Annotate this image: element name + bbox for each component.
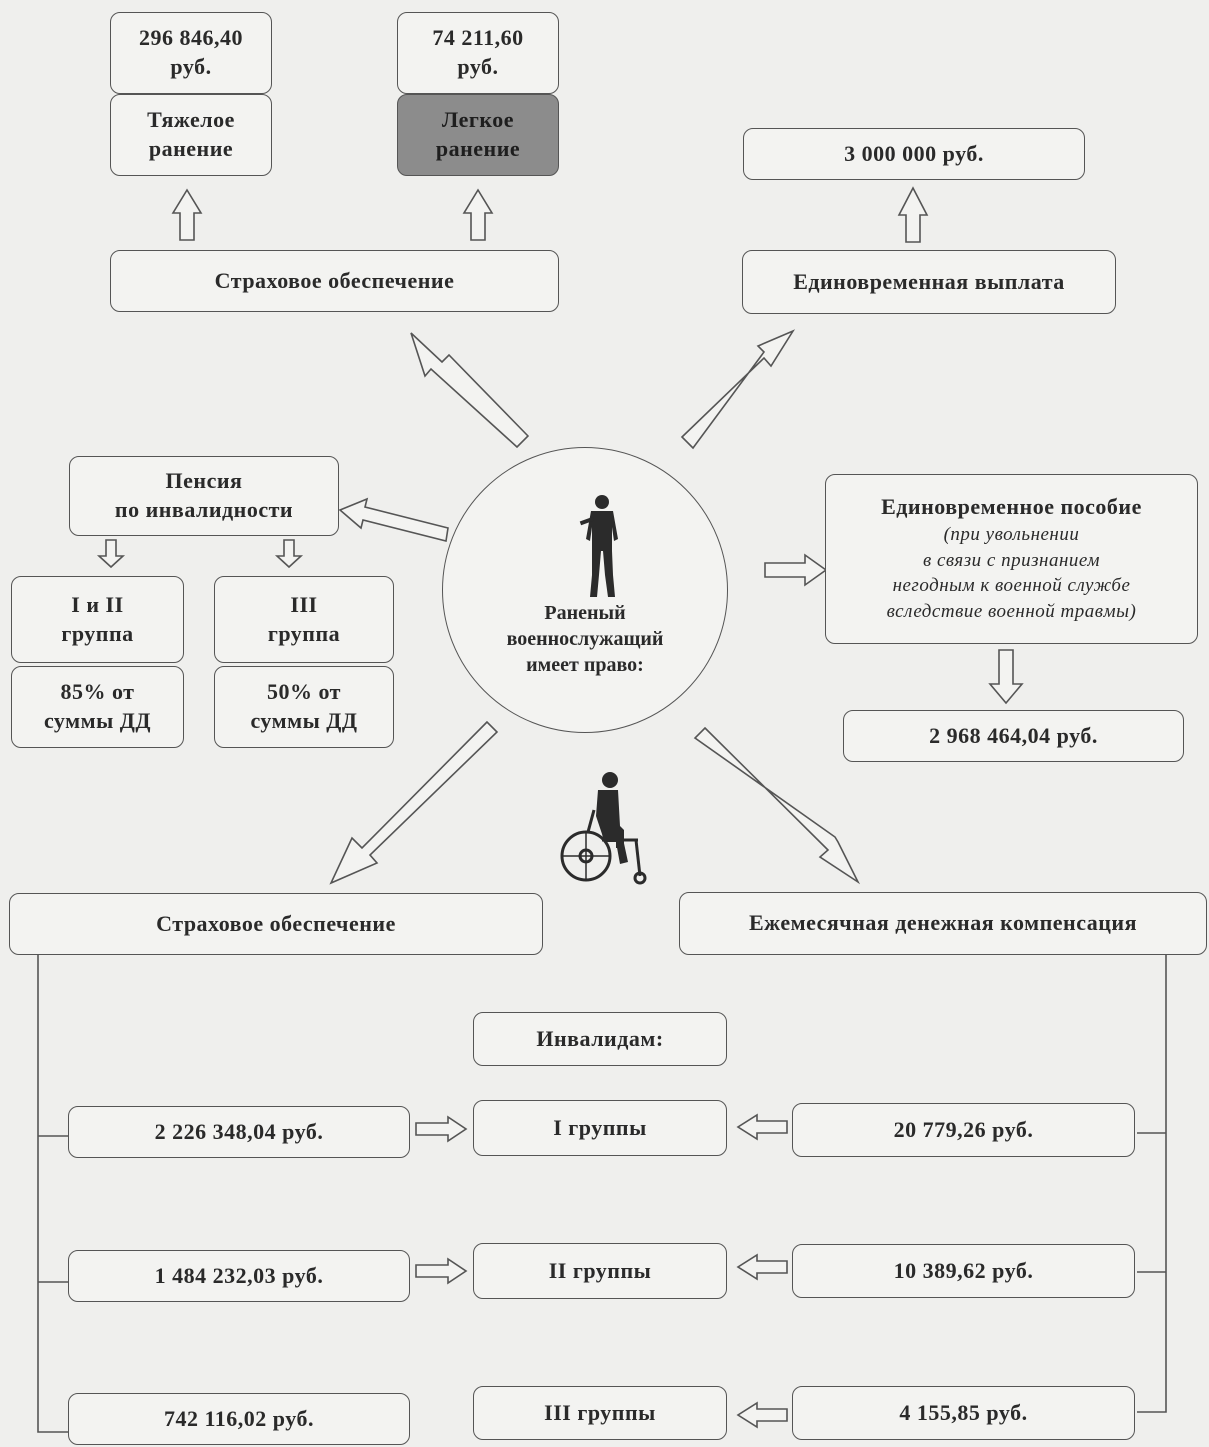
row3-insurance-amount: 742 116,02 руб. <box>68 1393 410 1445</box>
wheelchair-person-icon <box>560 772 647 885</box>
bracket-left <box>37 955 68 1433</box>
one-time-allowance-amount: 2 968 464,04 руб. <box>843 710 1184 762</box>
row3-group-label: III группы <box>473 1386 727 1440</box>
arrow-row1-left <box>736 1113 788 1141</box>
pension-group3-value: 50% от суммы ДД <box>214 666 394 748</box>
insurance-bottom-label: Страховое обеспечение <box>9 893 543 955</box>
pension-group12-value: 85% от суммы ДД <box>11 666 184 748</box>
severe-injury-amount: 296 846,40 руб. <box>110 12 272 94</box>
one-time-allowance-title: Единовременное пособие <box>881 494 1142 520</box>
monthly-compensation-label: Ежемесячная денежная компенсация <box>679 892 1207 955</box>
light-injury-label: Легкое ранение <box>397 94 559 176</box>
row1-group-label: I группы <box>473 1100 727 1156</box>
arrow-diag-bottom-left <box>329 720 499 885</box>
row2-insurance-amount: 1 484 232,03 руб. <box>68 1250 410 1302</box>
pension-group12-label: I и II группа <box>11 576 184 663</box>
arrow-right-allowance <box>764 553 828 587</box>
severe-injury-label: Тяжелое ранение <box>110 94 272 176</box>
bracket-right <box>1137 955 1167 1413</box>
arrow-diag-bottom-right <box>693 726 861 885</box>
lump-sum-amount: 3 000 000 руб. <box>743 128 1085 180</box>
arrow-down-group12 <box>96 539 126 569</box>
arrow-row3-left <box>736 1401 788 1429</box>
pension-group3-label: III группа <box>214 576 394 663</box>
row2-group-label: II группы <box>473 1243 727 1299</box>
arrow-row2-left <box>736 1253 788 1281</box>
arrow-row2-right <box>415 1257 468 1285</box>
row2-compensation-amount: 10 389,62 руб. <box>792 1244 1135 1298</box>
arrow-left-pension <box>338 497 449 542</box>
row1-insurance-amount: 2 226 348,04 руб. <box>68 1106 410 1158</box>
lump-sum-label: Единовременная выплата <box>742 250 1116 314</box>
invalids-label: Инвалидам: <box>473 1012 727 1066</box>
soldier-figure-icon <box>579 495 618 597</box>
arrow-diag-top-right <box>680 329 796 450</box>
insurance-top-label: Страховое обеспечение <box>110 250 559 312</box>
center-circle <box>442 447 728 733</box>
one-time-allowance-note: (при увольнении в связи с признанием нег… <box>886 524 1137 622</box>
disability-pension-title: Пенсия по инвалидности <box>69 456 339 536</box>
arrow-diag-top-left <box>410 332 530 449</box>
arrow-up-lump <box>897 186 929 243</box>
arrow-down-allowance <box>988 649 1024 705</box>
arrow-up-severe <box>171 188 203 241</box>
center-label: Раненый военнослужащий имеет право: <box>506 602 664 676</box>
arrow-up-light <box>462 188 494 241</box>
arrow-row1-right <box>415 1115 468 1143</box>
arrow-down-group3 <box>274 539 304 569</box>
light-injury-amount: 74 211,60 руб. <box>397 12 559 94</box>
row1-compensation-amount: 20 779,26 руб. <box>792 1103 1135 1157</box>
row3-compensation-amount: 4 155,85 руб. <box>792 1386 1135 1440</box>
one-time-allowance-box: Единовременное пособие (при увольнении в… <box>825 474 1198 644</box>
